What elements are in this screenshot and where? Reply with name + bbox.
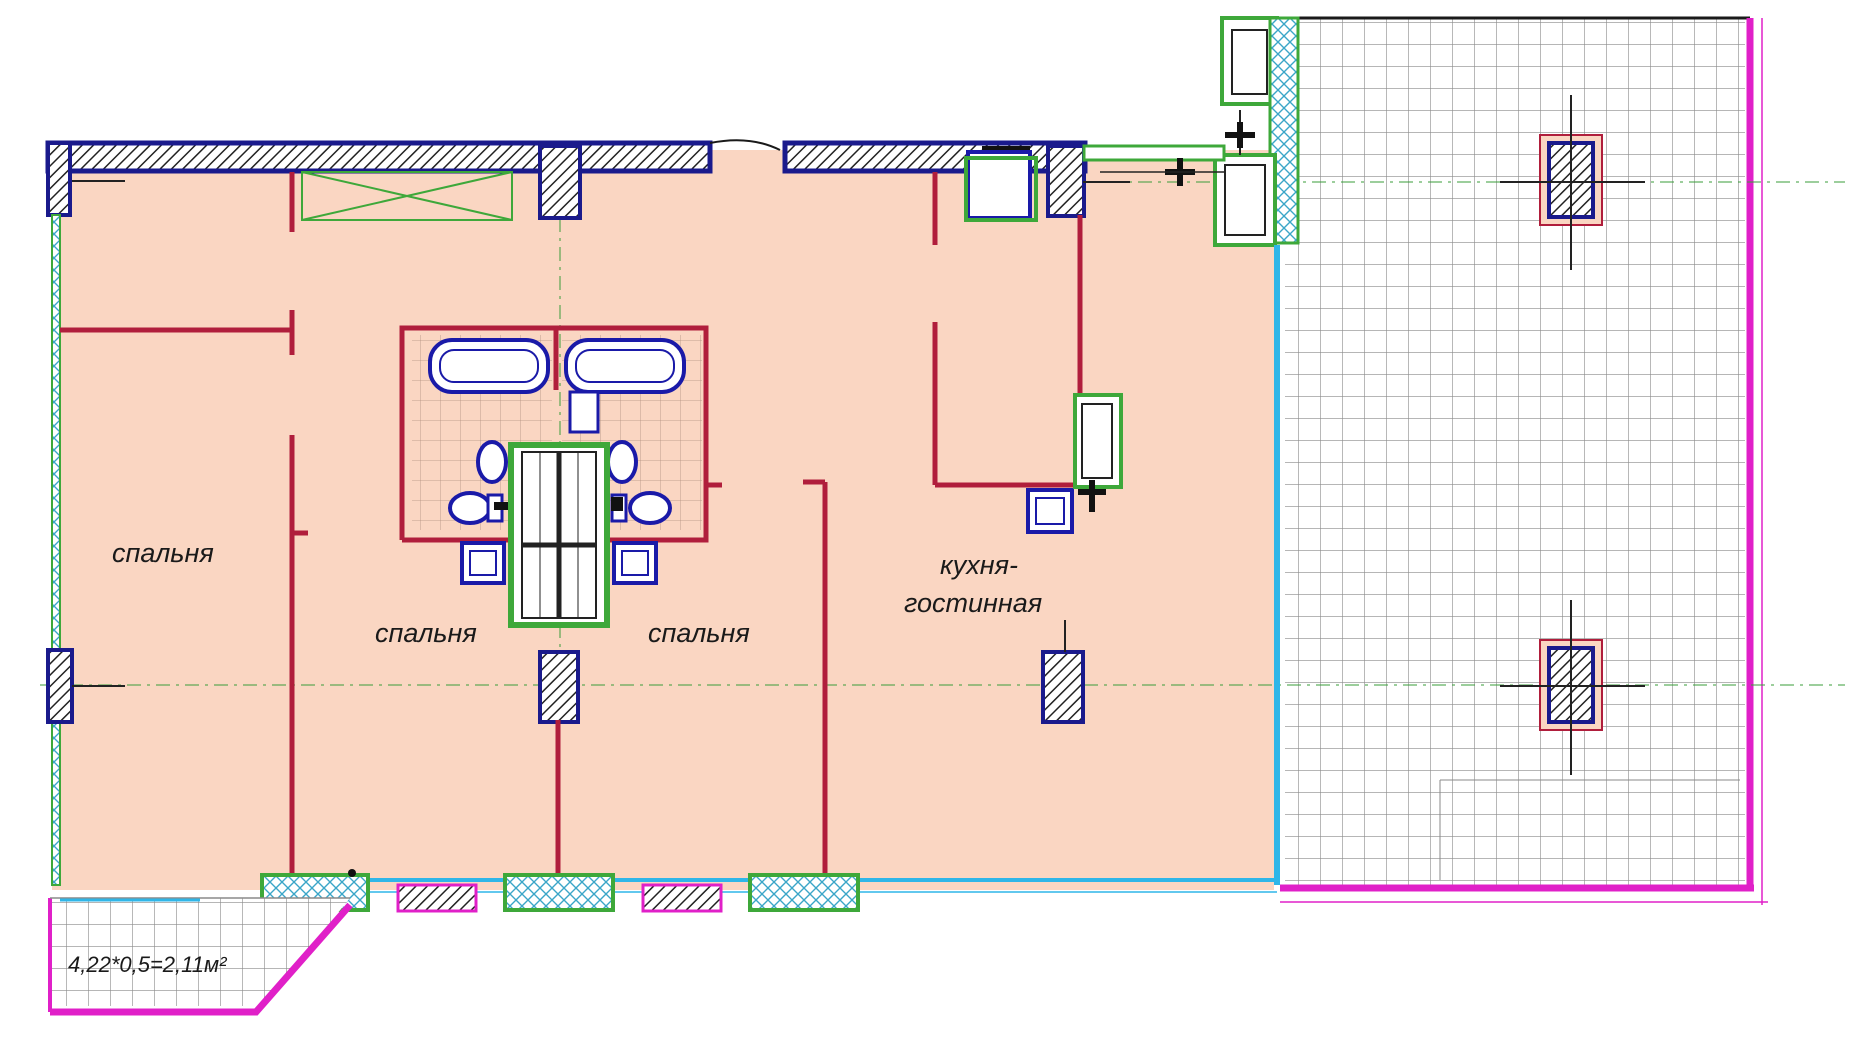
sink-right bbox=[606, 440, 638, 484]
room-label-kitchen-line1: кухня- bbox=[940, 550, 1018, 580]
exterior-wall bbox=[45, 139, 1088, 886]
room-labels: спальня спальня спальня кухня- гостинная… bbox=[68, 538, 1042, 977]
bathtub-left bbox=[428, 338, 550, 394]
interior-walls bbox=[60, 172, 1083, 885]
room-label-bedroom-3: спальня bbox=[648, 618, 750, 648]
vent-shafts bbox=[1082, 16, 1300, 247]
balcony bbox=[48, 897, 353, 1016]
central-shaft bbox=[508, 442, 610, 628]
fixture-inner bbox=[469, 497, 1065, 576]
bottom-wall-panels bbox=[260, 869, 860, 913]
columns bbox=[538, 95, 1645, 775]
balcony-area-label: 4,22*0,5=2,11м² bbox=[68, 952, 227, 977]
room-label-bedroom-1: спальня bbox=[112, 538, 214, 568]
terrace bbox=[1280, 16, 1768, 905]
toilet-right bbox=[628, 491, 672, 525]
window-top bbox=[301, 171, 513, 221]
axis-lines bbox=[40, 160, 1845, 890]
bathtub-right bbox=[564, 338, 686, 394]
kitchen-fixtures bbox=[964, 156, 1123, 512]
room-label-kitchen-line2: гостинная bbox=[904, 588, 1042, 618]
room-label-bedroom-2: спальня bbox=[375, 618, 477, 648]
sink-left bbox=[476, 440, 508, 484]
toilet-left bbox=[448, 491, 492, 525]
